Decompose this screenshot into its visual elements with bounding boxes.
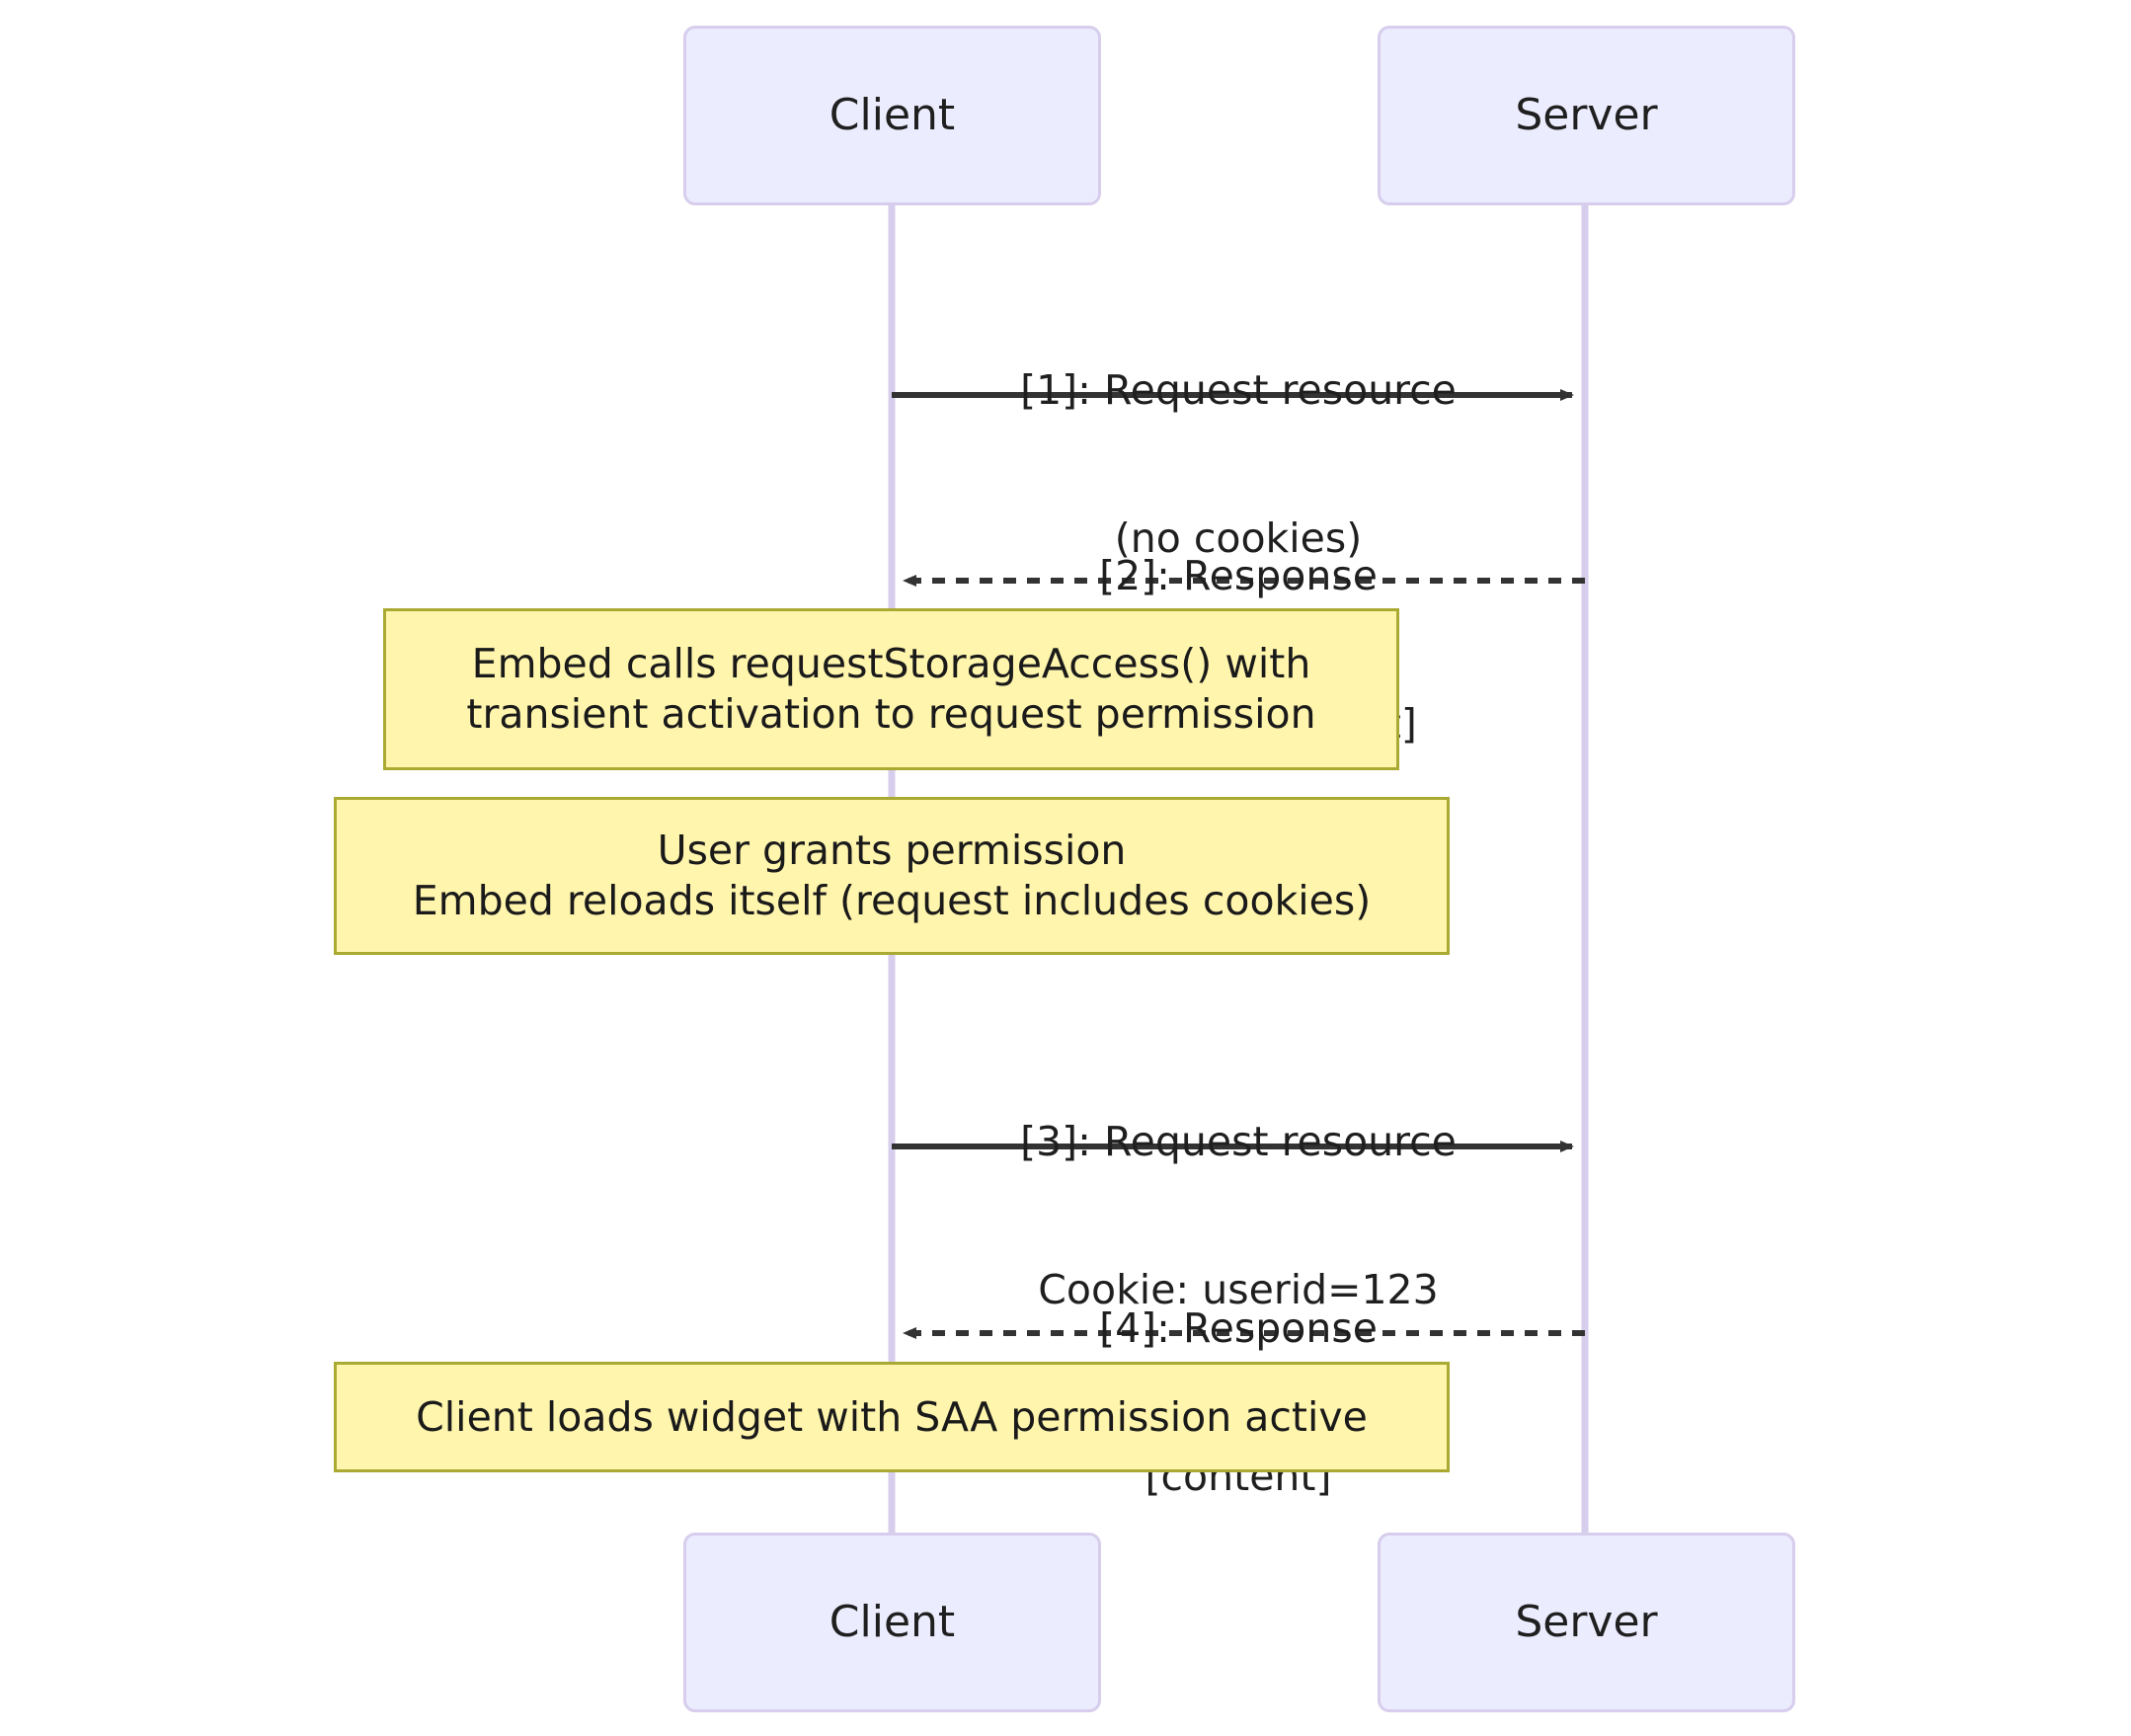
note-client-loads-widget-line1: Client loads widget with SAA permission …	[416, 1392, 1368, 1441]
message-label-3-line1: [3]: Request resource	[1020, 1118, 1457, 1166]
note-client-loads-widget-text: Client loads widget with SAA permission …	[402, 1392, 1381, 1443]
participant-box-server-bottom[interactable]: Server	[1378, 1533, 1795, 1712]
message-label-3-line2: Cookie: userid=123	[1038, 1266, 1439, 1314]
participant-box-server-top[interactable]: Server	[1378, 26, 1795, 205]
note-user-grants-permission-line1: User grants permission	[657, 827, 1127, 875]
message-label-2-line1: [2]: Response	[1099, 552, 1378, 600]
participant-box-client-bottom[interactable]: Client	[683, 1533, 1101, 1712]
participant-box-client-top[interactable]: Client	[683, 26, 1101, 205]
note-request-storage-access-line2: transient activation to request permissi…	[466, 690, 1316, 738]
participant-label-server-bottom: Server	[1515, 1596, 1658, 1647]
participant-label-client-top: Client	[829, 89, 956, 140]
note-request-storage-access-line1: Embed calls requestStorageAccess() with	[471, 640, 1311, 688]
message-label-1: [1]: Request resource (no cookies)	[893, 267, 1584, 662]
note-request-storage-access[interactable]: Embed calls requestStorageAccess() with …	[383, 608, 1399, 770]
participant-label-client-bottom: Client	[829, 1596, 956, 1647]
note-user-grants-permission-text: User grants permission Embed reloads its…	[399, 826, 1385, 926]
note-user-grants-permission[interactable]: User grants permission Embed reloads its…	[334, 797, 1450, 955]
message-label-4-line1: [4]: Response	[1099, 1304, 1378, 1353]
note-user-grants-permission-line2: Embed reloads itself (request includes c…	[412, 877, 1372, 924]
note-request-storage-access-text: Embed calls requestStorageAccess() with …	[452, 639, 1329, 740]
message-label-1-line1: [1]: Request resource	[1020, 366, 1457, 415]
participant-label-server-top: Server	[1515, 89, 1658, 140]
message-label-3: [3]: Request resource Cookie: userid=123	[893, 1018, 1584, 1413]
message-label-1-line2: (no cookies)	[1114, 514, 1363, 563]
note-client-loads-widget[interactable]: Client loads widget with SAA permission …	[334, 1362, 1450, 1472]
